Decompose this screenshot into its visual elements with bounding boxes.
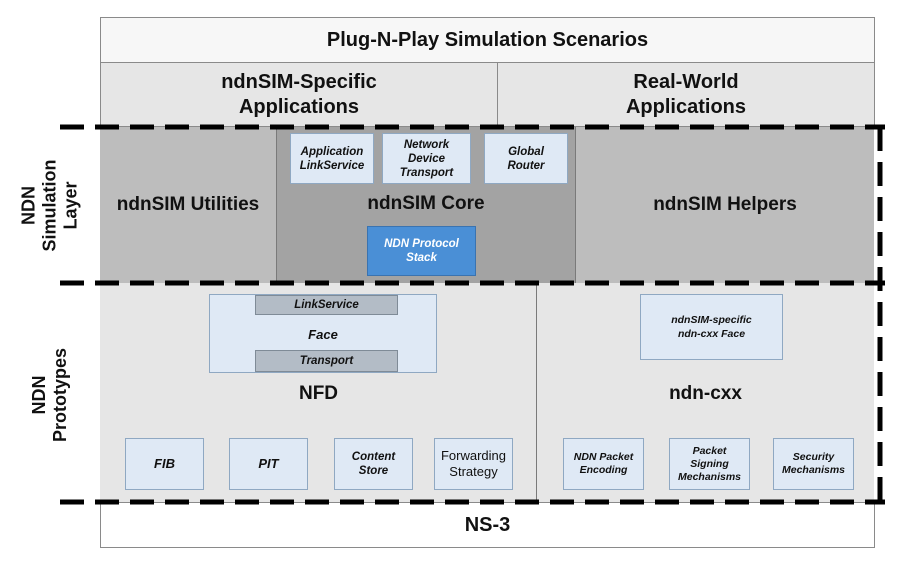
global-router-box: Global Router xyxy=(484,133,568,184)
top-banner-title: Plug-N-Play Simulation Scenarios xyxy=(326,28,649,51)
fib-box: FIB xyxy=(125,438,204,490)
ndnsim-specific-applications: ndnSIM-Specific Applications xyxy=(100,62,498,127)
top-banner: Plug-N-Play Simulation Scenarios xyxy=(100,17,875,63)
prototypes-side-label: NDN Prototypes xyxy=(29,347,70,443)
packet-signing-box: Packet Signing Mechanisms xyxy=(669,438,750,490)
transport-bar: Transport xyxy=(255,350,398,372)
ndnsim-cxx-face-box: ndnSIM-specific ndn-cxx Face xyxy=(640,294,783,360)
prototypes-side-label-wrap: NDN Prototypes xyxy=(10,320,90,470)
ndn-packet-encoding-box: NDN Packet Encoding xyxy=(563,438,644,490)
content-store-box: Content Store xyxy=(334,438,413,490)
ndnsim-helpers: ndnSIM Helpers xyxy=(576,127,874,283)
nfd-title: NFD xyxy=(298,383,339,404)
face-label: Face xyxy=(308,327,338,342)
simulation-layer-side-label: NDN Simulation Layer xyxy=(18,158,81,252)
ndn-cxx-title: ndn-cxx xyxy=(669,383,742,404)
face-box: LinkService Face Transport xyxy=(209,294,437,373)
forwarding-strategy-box: Forwarding Strategy xyxy=(434,438,513,490)
bottom-banner: NS-3 xyxy=(100,502,875,548)
ndn-protocol-stack-box: NDN Protocol Stack xyxy=(367,226,476,276)
pit-box: PIT xyxy=(229,438,308,490)
ndnsim-utilities: ndnSIM Utilities xyxy=(100,127,277,283)
real-world-applications: Real-World Applications xyxy=(497,62,875,127)
security-mechanisms-box: Security Mechanisms xyxy=(773,438,854,490)
simulation-layer-side-label-wrap: NDN Simulation Layer xyxy=(10,145,90,265)
linkservice-bar: LinkService xyxy=(255,295,398,315)
ndnsim-core-title: ndnSIM Core xyxy=(367,193,485,214)
network-device-transport-box: Network Device Transport xyxy=(382,133,471,184)
application-linkservice-box: Application LinkService xyxy=(290,133,374,184)
